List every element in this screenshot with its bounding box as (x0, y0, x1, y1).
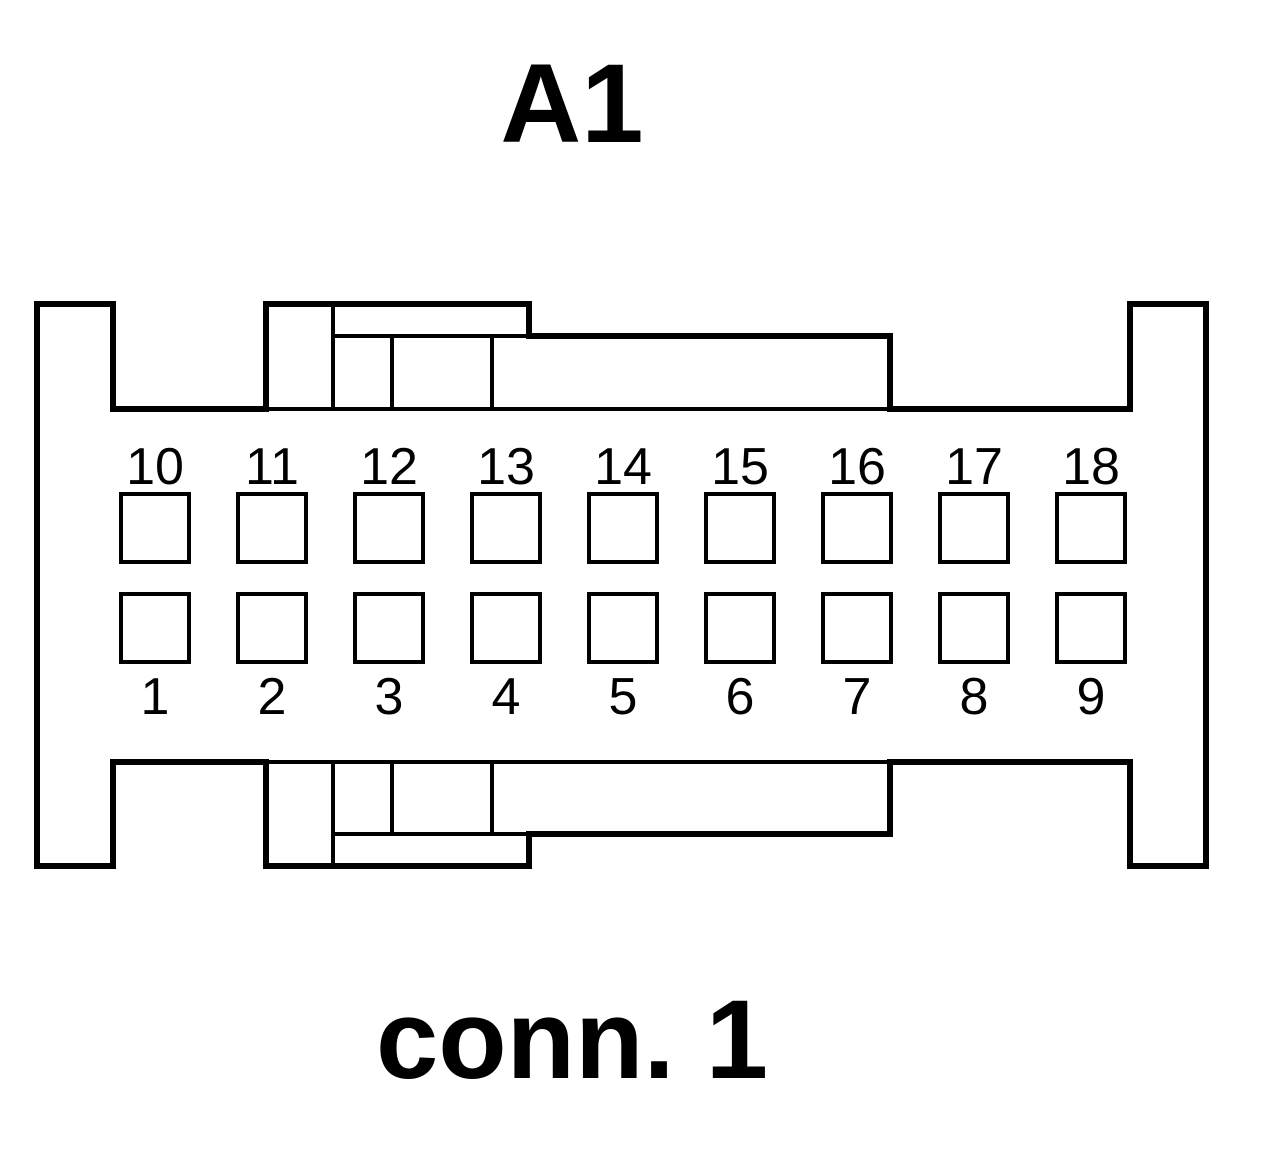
pin-label-15: 15 (711, 438, 769, 496)
pin-cavity-2 (236, 592, 308, 664)
pin-cavity-18 (1055, 492, 1127, 564)
pin-label-18: 18 (1062, 438, 1120, 496)
pin-label-1: 1 (141, 668, 170, 726)
pin-label-17: 17 (945, 438, 1003, 496)
pin-cavity-17 (938, 492, 1010, 564)
pin-cavity-9 (1055, 592, 1127, 664)
pin-label-13: 13 (477, 438, 535, 496)
pin-label-6: 6 (726, 668, 755, 726)
pin-cavity-15 (704, 492, 776, 564)
pin-label-2: 2 (258, 668, 287, 726)
connector-caption: conn. 1 (376, 977, 768, 1102)
pin-cavity-10 (119, 492, 191, 564)
pin-label-9: 9 (1077, 668, 1106, 726)
bottom-latch (266, 760, 890, 866)
pin-cavity-7 (821, 592, 893, 664)
pin-cavity-16 (821, 492, 893, 564)
pin-cavity-6 (704, 592, 776, 664)
pin-label-10: 10 (126, 438, 184, 496)
pin-label-11: 11 (245, 438, 299, 496)
pin-row-bottom: 1 2 3 4 5 6 7 8 9 (119, 592, 1127, 726)
pin-cavity-11 (236, 492, 308, 564)
pin-cavity-1 (119, 592, 191, 664)
pin-cavity-14 (587, 492, 659, 564)
pin-label-3: 3 (375, 668, 404, 726)
pin-cavity-5 (587, 592, 659, 664)
pin-label-14: 14 (594, 438, 652, 496)
pin-cavity-3 (353, 592, 425, 664)
pin-label-4: 4 (492, 668, 521, 726)
pin-label-8: 8 (960, 668, 989, 726)
pin-cavity-8 (938, 592, 1010, 664)
connector-title: A1 (500, 41, 643, 166)
connector-housing (34, 301, 1209, 869)
pin-cavity-4 (470, 592, 542, 664)
pin-row-top: 10 11 12 13 14 15 16 17 18 (119, 438, 1127, 564)
top-latch (266, 304, 890, 411)
pin-label-12: 12 (360, 438, 418, 496)
pin-label-7: 7 (843, 668, 872, 726)
pin-cavity-13 (470, 492, 542, 564)
pin-label-16: 16 (828, 438, 886, 496)
pin-cavity-12 (353, 492, 425, 564)
pin-label-5: 5 (609, 668, 638, 726)
